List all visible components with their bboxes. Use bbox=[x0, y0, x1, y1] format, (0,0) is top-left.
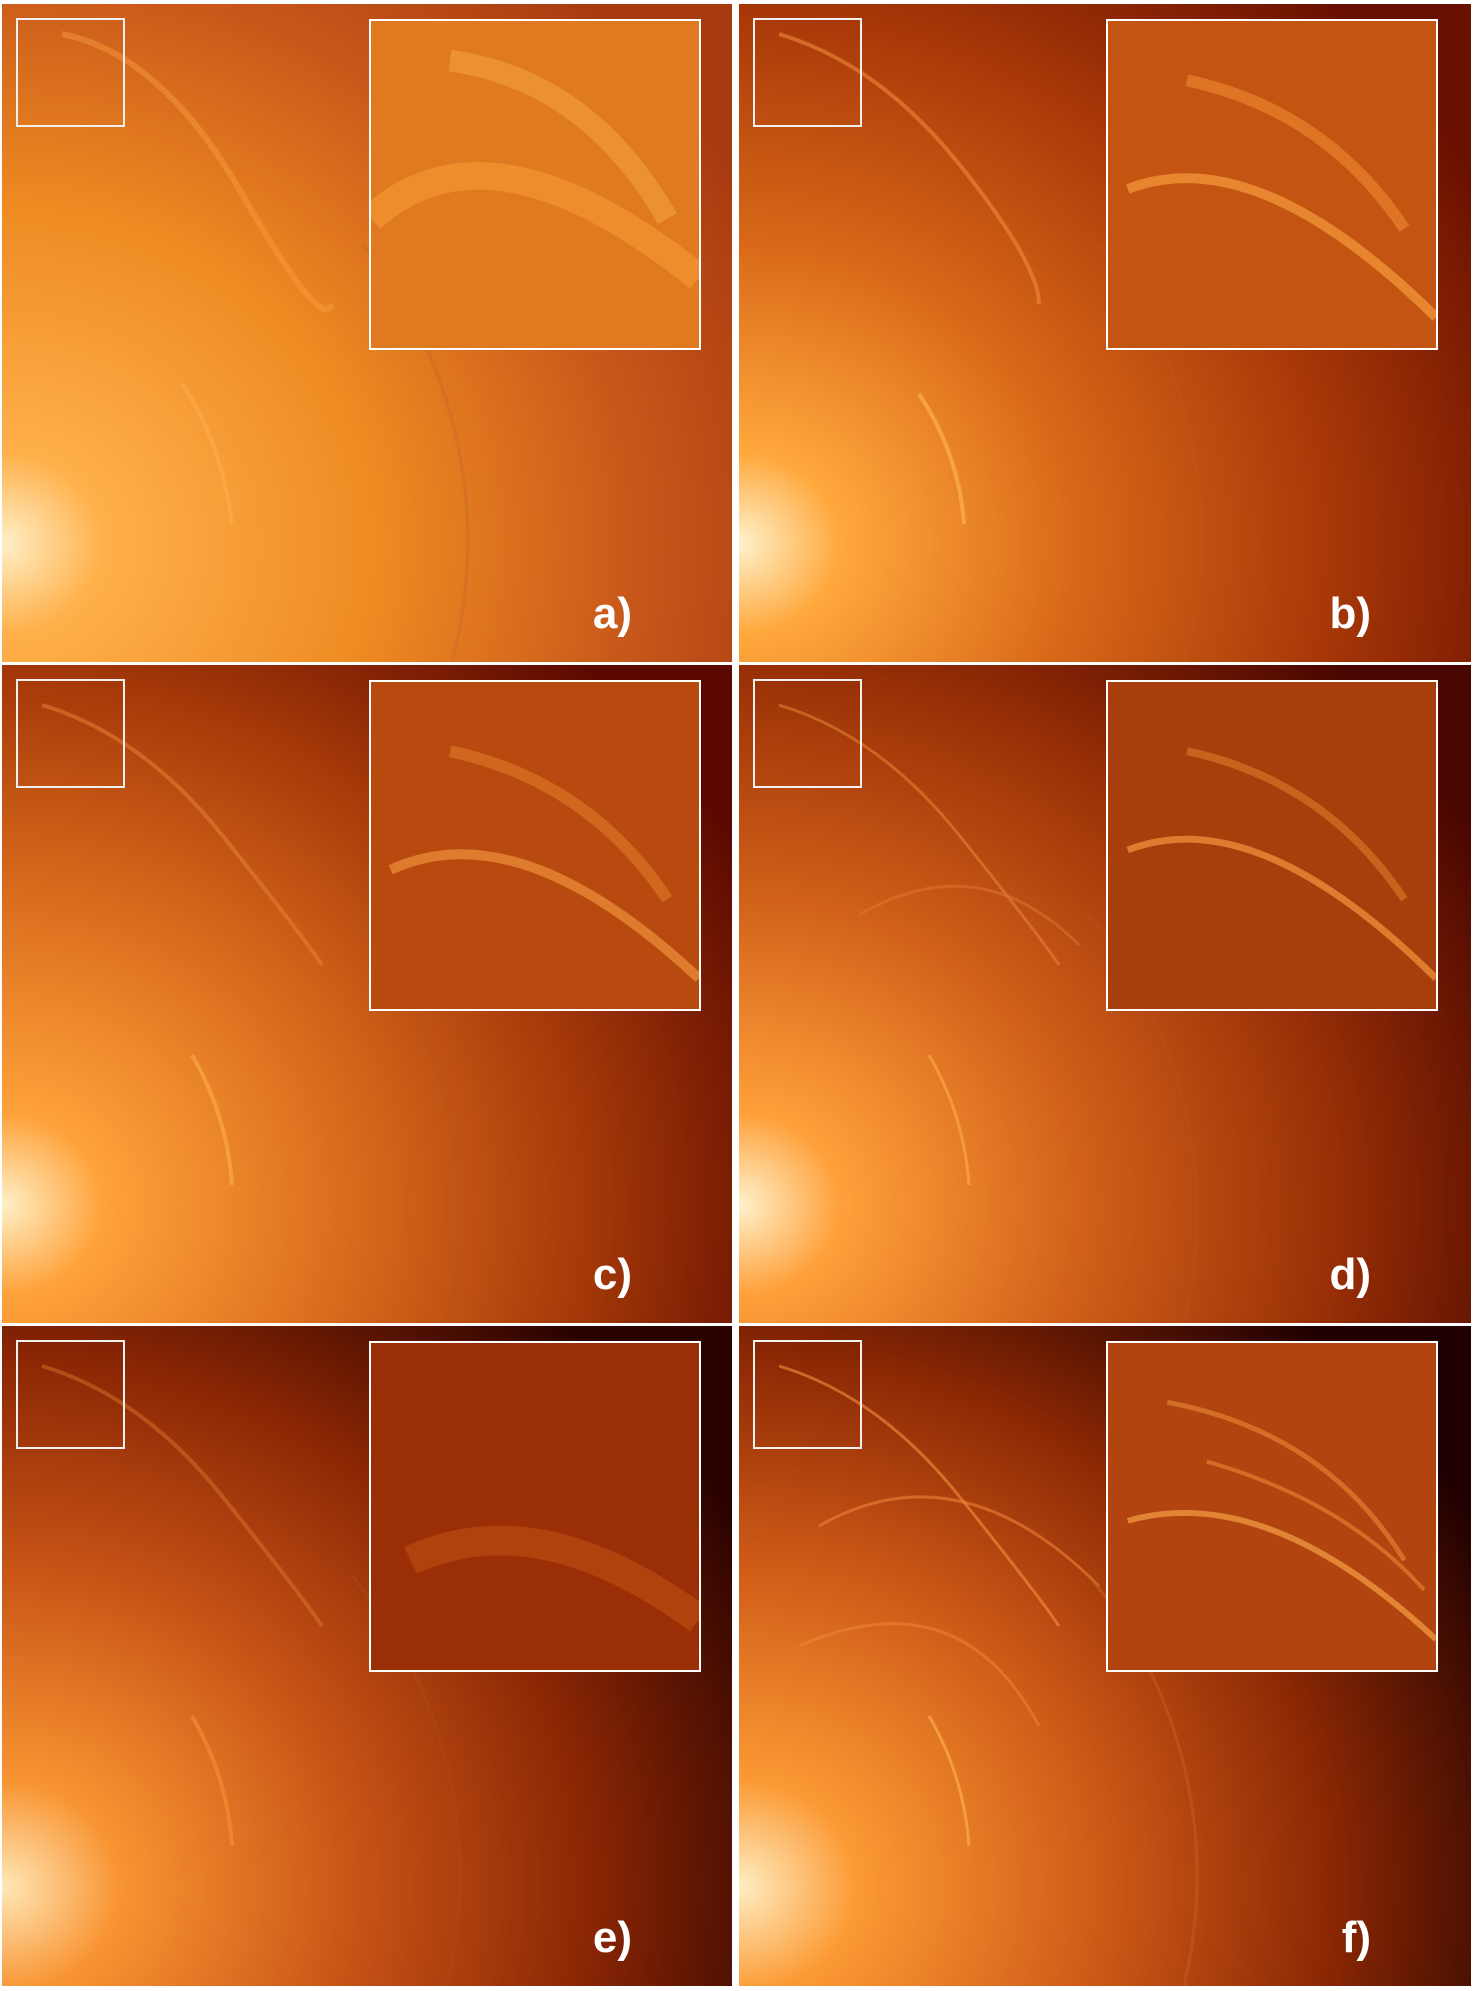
zoom-inset-c bbox=[369, 680, 701, 1011]
panel-e: e) bbox=[2, 1326, 732, 1986]
roi-box-a bbox=[16, 18, 125, 127]
panel-f: f) bbox=[739, 1326, 1471, 1986]
panel-label-b: b) bbox=[1329, 589, 1371, 638]
panel-c: c) bbox=[2, 665, 732, 1323]
panel-label-c: c) bbox=[592, 1250, 632, 1299]
roi-box-b bbox=[753, 18, 862, 127]
zoom-inset-a bbox=[369, 19, 701, 350]
zoom-inset-b bbox=[1106, 19, 1438, 350]
roi-box-f bbox=[753, 1340, 862, 1449]
roi-box-d bbox=[753, 679, 862, 788]
panel-label-f: f) bbox=[1341, 1913, 1371, 1962]
zoom-inset-d bbox=[1106, 680, 1438, 1011]
roi-box-c bbox=[16, 679, 125, 788]
panel-label-d: d) bbox=[1329, 1250, 1371, 1299]
panel-label-e: e) bbox=[592, 1913, 632, 1962]
panel-b: b) bbox=[739, 4, 1471, 662]
zoom-inset-e bbox=[369, 1341, 701, 1672]
panel-a: a) bbox=[2, 4, 732, 662]
zoom-inset-f bbox=[1106, 1341, 1438, 1672]
panel-d: d) bbox=[739, 665, 1471, 1323]
roi-box-e bbox=[16, 1340, 125, 1449]
panel-label-a: a) bbox=[592, 589, 632, 638]
